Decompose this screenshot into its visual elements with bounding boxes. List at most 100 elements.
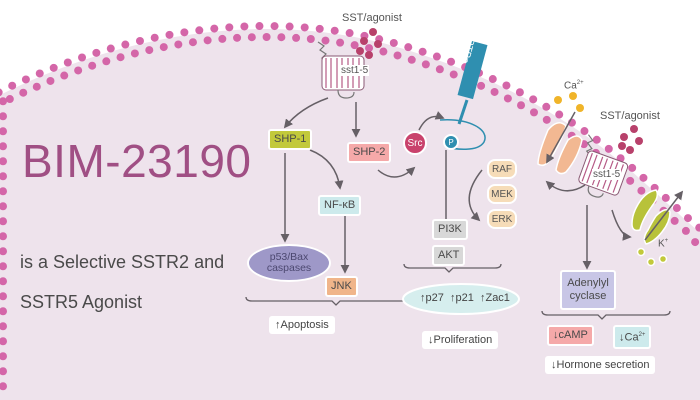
camp-node: ↓cAMP [547, 325, 594, 346]
membrane-lipid [60, 71, 69, 80]
ptpn-receptor [439, 40, 488, 150]
membrane-lipid [0, 88, 3, 97]
marker-p27: ↑p27 [420, 292, 444, 304]
membrane-lipid [8, 81, 17, 90]
membrane-lipid [626, 176, 635, 185]
calcium-ion-label: Ca2+ [564, 80, 584, 91]
membrane-lipid [218, 34, 227, 43]
erk-node: ERK [487, 209, 517, 229]
camp-label: cAMP [558, 329, 588, 341]
membrane-lipid [145, 46, 154, 55]
receptor-label-1: sst1-5 [340, 65, 370, 76]
cell-membrane [0, 22, 700, 391]
membrane-lipid [135, 36, 144, 45]
membrane-lipid [379, 47, 388, 56]
membrane-lipid [74, 66, 83, 75]
calcium-node: ↓Ca2+ [613, 325, 652, 349]
membrane-lipid [604, 144, 613, 153]
membrane-lipid [695, 223, 700, 232]
membrane-lipid [447, 57, 456, 66]
membrane-lipid [0, 292, 7, 301]
mek-node: MEK [487, 184, 517, 204]
potassium-ion-label: K+ [658, 238, 668, 249]
membrane-lipid [488, 75, 497, 84]
membrane-lipid [5, 95, 14, 104]
membrane-lipid [529, 95, 538, 104]
membrane-lipid [490, 87, 499, 96]
membrane-lipid [542, 102, 551, 111]
membrane-lipid [515, 88, 524, 97]
ligand-dots-1 [356, 28, 382, 59]
calcium-charge: 2+ [638, 332, 646, 338]
membrane-lipid [92, 48, 101, 57]
membrane-lipid [0, 97, 7, 106]
membrane-lipid [0, 112, 7, 121]
membrane-lipid [517, 101, 526, 110]
membrane-lipid [188, 38, 197, 47]
membrane-lipid [180, 28, 189, 37]
membrane-lipid [306, 35, 315, 44]
marker-name: p27 [425, 292, 444, 304]
membrane-lipid [683, 214, 692, 223]
calcium-label: Ca [624, 331, 639, 344]
membrane-lipid [0, 367, 7, 376]
membrane-lipid [503, 94, 512, 103]
membrane-lipid [35, 69, 44, 78]
membrane-lipid [262, 33, 271, 42]
hormone-secretion-outcome: ↓Hormone secretion [545, 356, 656, 374]
membrane-lipid [350, 41, 359, 50]
apoptosis-outcome: ↑Apoptosis [269, 316, 335, 334]
membrane-lipid [195, 26, 204, 35]
membrane-lipid [393, 51, 402, 60]
membrane-lipid [670, 216, 679, 225]
membrane-lipid [46, 76, 55, 85]
receptor-label-2: sst1-5 [592, 169, 622, 180]
membrane-lipid [0, 307, 7, 316]
proliferation-markers: ↑p27 ↑p21 ↑Zac1 [420, 292, 510, 304]
marker-zac1: ↑Zac1 [480, 292, 510, 304]
calcium-text: Ca [564, 80, 577, 92]
membrane-lipid [580, 127, 589, 136]
membrane-lipid [0, 232, 7, 241]
membrane-lipid [247, 33, 256, 42]
membrane-lipid [0, 352, 7, 361]
calcium-channel [537, 111, 583, 175]
calcium-charge: 2+ [576, 80, 584, 86]
phosphate-node: P [443, 134, 459, 150]
marker-p21: ↑p21 [450, 292, 474, 304]
membrane-lipid [159, 43, 168, 52]
pathway-arrows [280, 97, 632, 274]
membrane-lipid [691, 238, 700, 247]
ligand-label-2: SST/agonist [600, 110, 660, 122]
membrane-lipid [0, 142, 7, 151]
membrane-lipid [0, 322, 7, 331]
membrane-lipid [0, 262, 7, 271]
jnk-node: JNK [325, 276, 358, 297]
membrane-lipid [88, 61, 97, 70]
potassium-channel [631, 189, 684, 245]
membrane-lipid [0, 277, 7, 286]
p53-text: p53/Bax [269, 251, 309, 263]
membrane-lipid [502, 81, 511, 90]
membrane-lipid [210, 24, 219, 33]
membrane-lipid [407, 55, 416, 64]
membrane-lipid [130, 49, 139, 58]
membrane-lipid [418, 47, 427, 56]
membrane-lipid [225, 23, 234, 32]
membrane-lipid [0, 172, 7, 181]
membrane-lipid [672, 204, 681, 213]
membrane-lipid [300, 23, 309, 32]
membrane-lipid [0, 187, 7, 196]
membrane-lipid [63, 58, 72, 67]
marker-name: p21 [455, 292, 474, 304]
src-node: Src [403, 131, 427, 155]
membrane-lipid [233, 33, 242, 42]
membrane-lipid [592, 135, 601, 144]
membrane-lipid [270, 22, 279, 31]
shp1-node: SHP-1 [268, 129, 313, 150]
membrane-lipid [116, 53, 125, 62]
down-arrow-icon: ↓ [553, 329, 559, 341]
apoptosis-label: Apoptosis [280, 319, 329, 331]
ligand-dots-2 [618, 125, 643, 154]
